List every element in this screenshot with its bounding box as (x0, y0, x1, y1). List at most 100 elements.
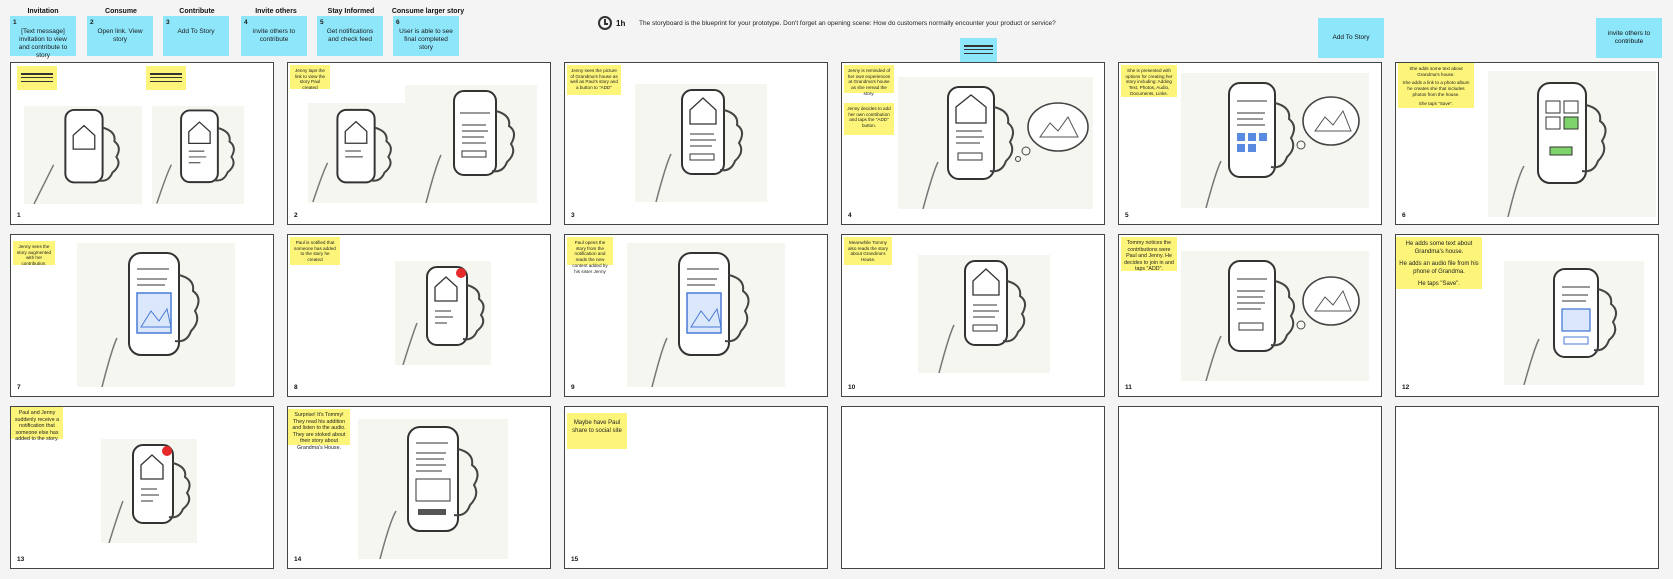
storyboard-frame-12[interactable]: He adds some text about Grandma's house.… (1395, 234, 1659, 397)
step-card-consume-larger-story[interactable]: 6 User is able to see final completed st… (393, 16, 459, 56)
sticky-note[interactable]: He adds some text about Grandma's house.… (1396, 237, 1482, 289)
note-line: He adds some text about Grandma's house. (1405, 241, 1473, 256)
clock-icon (598, 16, 612, 30)
storyboard-frame-2[interactable]: Jenny taps the link to view the story Pa… (287, 62, 551, 225)
frame-number: 5 (1125, 212, 1129, 219)
step-title-invite-others: Invite others (255, 8, 297, 15)
storyboard-frame-4[interactable]: Jenny is reminded of her own experiences… (841, 62, 1105, 225)
step-number: 3 (166, 19, 170, 26)
frame-number: 6 (1402, 212, 1406, 219)
phone-sketch (627, 243, 785, 387)
sticky-note[interactable]: Jenny sees the story augmented with her … (13, 241, 55, 266)
text-line (964, 45, 993, 47)
sticky-note[interactable]: Paul and Jenny suddenly receive a notifi… (11, 407, 63, 442)
frame-number: 12 (1402, 384, 1410, 391)
note-line: He taps "Save". (1418, 281, 1460, 288)
step-text: Open link. View story (97, 28, 143, 44)
step-text: Get notifications and check feed (326, 28, 374, 44)
storyboard-frame-8[interactable]: Paul is notified that someone has added … (287, 234, 551, 397)
phone-sketch (898, 77, 1093, 209)
storyboard-frame-3[interactable]: Jenny sees the picture of Grandma's hous… (564, 62, 828, 225)
step-card-contribute[interactable]: 3 Add To Story (163, 16, 229, 56)
phone-sketch (635, 84, 767, 202)
storyboard-frame-10[interactable]: Meanwhile Tommy also reads the story abo… (841, 234, 1105, 397)
storyboard-frame-empty[interactable] (1118, 406, 1382, 569)
storyboard-frame-empty[interactable] (841, 406, 1105, 569)
sticky-note[interactable]: Jenny decides to add her own contributio… (844, 103, 894, 135)
sticky-note[interactable]: Paul is notified that someone has added … (290, 237, 340, 265)
frame-number: 11 (1125, 384, 1132, 391)
note-line: She adds a link to a photo album he crea… (1402, 80, 1470, 97)
step-title-invitation: Invitation (27, 8, 59, 15)
step-card-invitation[interactable]: 1 [Text message] invitation to view and … (10, 16, 76, 59)
step-title-stay-informed: Stay Informed (327, 8, 375, 15)
text-line (150, 73, 182, 75)
frame-number: 8 (294, 384, 298, 391)
timer-value: 1h (616, 18, 626, 28)
storyboard-frame-15[interactable]: Maybe have Paul share to social site 15 (564, 406, 828, 569)
sticky-note[interactable]: She is presented with options for creati… (1121, 65, 1177, 97)
frame-number: 14 (294, 556, 302, 563)
sticky-note[interactable]: Meanwhile Tommy also reads the story abo… (844, 237, 892, 265)
sticky-note[interactable]: She adds some text about Grandma's house… (1398, 63, 1474, 108)
phone-sketch (405, 85, 537, 203)
text-line (21, 80, 53, 83)
step-text: User is able to see final completed stor… (399, 28, 453, 52)
step-title-consume-larger-story: Consume larger story (391, 8, 465, 15)
storyboard-frame-empty[interactable] (1395, 406, 1659, 569)
storyboard-frame-6[interactable]: She adds some text about Grandma's house… (1395, 62, 1659, 225)
storyboard-frame-5[interactable]: She is presented with options for creati… (1118, 62, 1382, 225)
storyboard-frame-11[interactable]: Tommy notices the contributions were Pau… (1118, 234, 1382, 397)
frame-number: 9 (571, 384, 575, 391)
frame-number: 13 (17, 556, 25, 563)
frame-number: 7 (17, 384, 21, 391)
step-number: 1 (13, 19, 17, 26)
phone-sketch (152, 106, 244, 204)
sticky-note[interactable]: Jenny taps the link to view the story Pa… (290, 65, 330, 90)
phone-sketch (1181, 251, 1369, 381)
instruction-text: The storyboard is the blueprint for your… (639, 20, 1056, 27)
phone-sketch (24, 106, 142, 204)
step-text: Add To Story (177, 28, 215, 35)
step-number: 4 (244, 19, 248, 26)
phone-sketch (395, 261, 491, 365)
text-line (150, 77, 182, 79)
step-card-consume[interactable]: 2 Open link. View story (87, 16, 153, 56)
step-text: invite others to contribute (252, 28, 296, 44)
step-number: 6 (396, 19, 400, 26)
phone-sketch (358, 419, 508, 559)
step-text: [Text message] invitation to view and co… (18, 28, 68, 60)
phone-sketch (101, 439, 197, 543)
storyboard-frame-9[interactable]: Paul opens the story from the notificati… (564, 234, 828, 397)
note-line: He adds an audio file from his phone of … (1399, 261, 1479, 276)
blank-sticky-note[interactable] (17, 66, 57, 90)
timer[interactable]: 1h (598, 16, 625, 30)
step-card-stay-informed[interactable]: 5 Get notifications and check feed (317, 16, 383, 56)
sticky-note[interactable]: Paul opens the story from the notificati… (567, 237, 613, 274)
storyboard-frame-13[interactable]: Paul and Jenny suddenly receive a notifi… (10, 406, 274, 569)
storyboard-frame-7[interactable]: Jenny sees the story augmented with her … (10, 234, 274, 397)
note-line: She taps "Save". (1418, 100, 1454, 106)
step-number: 5 (320, 19, 324, 26)
add-to-story-card[interactable]: Add To Story (1318, 18, 1384, 58)
storyboard-frame-1[interactable]: 1 (10, 62, 274, 225)
sticky-note[interactable]: Tommy notices the contributions were Pau… (1121, 237, 1177, 272)
step-title-consume: Consume (105, 8, 137, 15)
note-line: She adds some text about Grandma's house… (1409, 66, 1463, 77)
blank-sticky-note[interactable] (146, 66, 186, 90)
sticky-note[interactable]: Jenny sees the picture of Grandma's hous… (567, 65, 621, 95)
frame-number: 1 (17, 212, 21, 219)
sticky-note[interactable]: Maybe have Paul share to social site (567, 413, 627, 449)
frame-number: 2 (294, 212, 298, 219)
blank-note-card[interactable] (960, 38, 997, 62)
storyboard-frame-14[interactable]: Surprise! It's Tommy! They read his addi… (287, 406, 551, 569)
phone-sketch (308, 103, 406, 203)
step-card-invite-others[interactable]: 4 invite others to contribute (241, 16, 307, 56)
sticky-note[interactable]: Surprise! It's Tommy! They read his addi… (288, 409, 350, 451)
text-line (964, 52, 993, 55)
text-line (21, 77, 53, 79)
phone-sketch (918, 255, 1050, 373)
sticky-note[interactable]: Jenny is reminded of her own experiences… (844, 65, 894, 96)
invite-others-card[interactable]: invite others to contribute (1596, 18, 1662, 58)
text-line (150, 80, 182, 83)
